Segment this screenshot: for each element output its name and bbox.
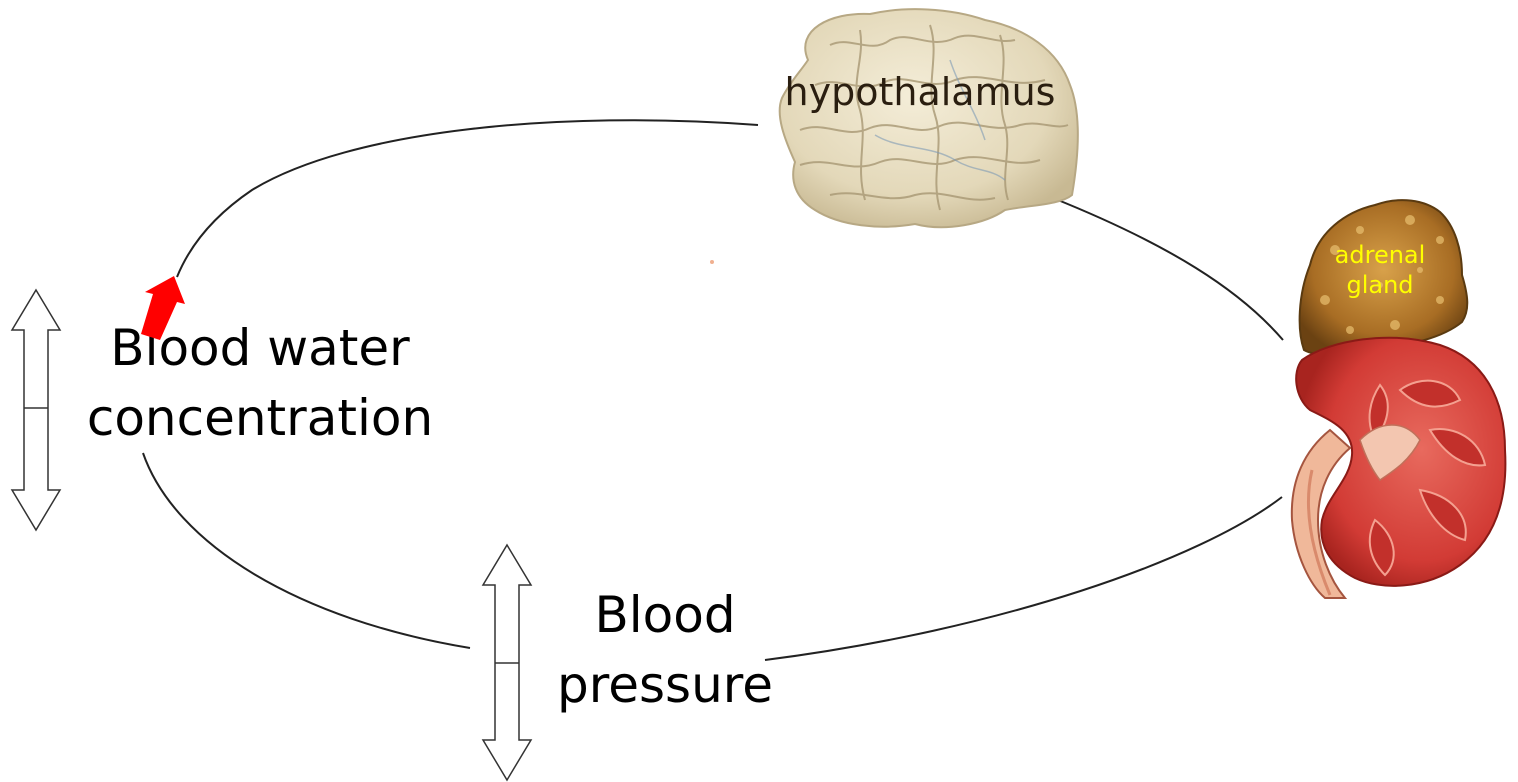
- kidney-icon: [1292, 338, 1506, 598]
- adrenal-gland-label: adrenal gland: [1290, 240, 1470, 300]
- arc-bottom-left: [143, 453, 470, 648]
- hypothalamus-label: hypothalamus: [740, 64, 1100, 120]
- blood-pressure-label: Blood pressure: [535, 580, 795, 720]
- up-down-arrow-bottom: [483, 545, 531, 780]
- adrenal-label-line1: adrenal: [1290, 240, 1470, 270]
- arc-top-left: [177, 120, 758, 277]
- blood-pressure-line1: Blood: [535, 580, 795, 650]
- up-down-arrow-left: [12, 290, 60, 530]
- blood-water-line2: concentration: [60, 383, 460, 453]
- blood-pressure-line2: pressure: [535, 650, 795, 720]
- arc-bottom-right: [765, 497, 1282, 660]
- adrenal-label-line2: gland: [1290, 270, 1470, 300]
- blood-water-line1: Blood water: [60, 313, 460, 383]
- blood-water-concentration-label: Blood water concentration: [60, 313, 460, 453]
- arc-top-right: [1053, 198, 1283, 340]
- stray-dot: [710, 260, 714, 264]
